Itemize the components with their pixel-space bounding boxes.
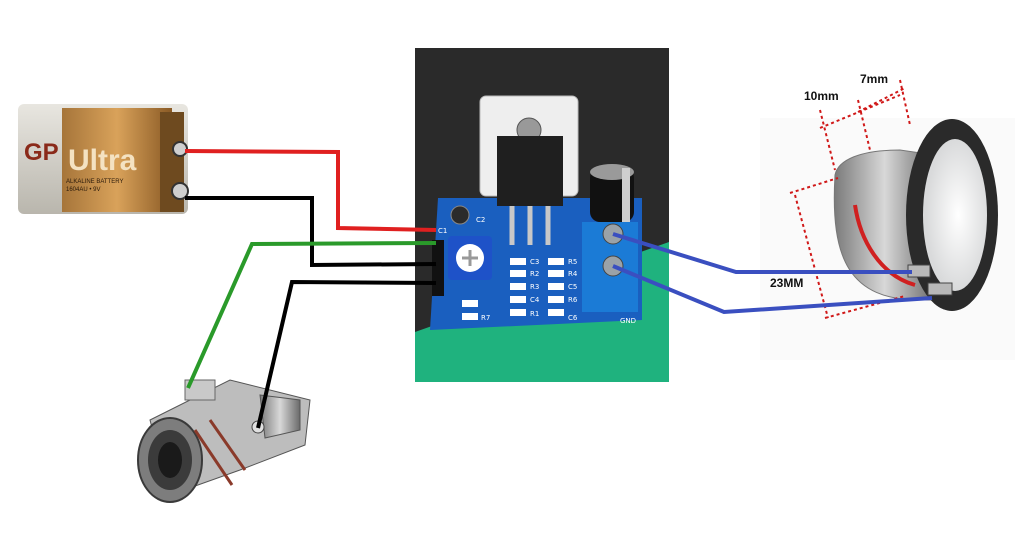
label-gnd: GND xyxy=(620,317,636,325)
amplifier-board: C2 C1 C3 C4 C5 C6 R1 R2 R3 R4 R5 R6 R7 G… xyxy=(415,48,669,382)
battery-9v: GP Ultra ALKALINE BATTERY 1604AU • 9V xyxy=(18,104,189,214)
battery-negative-terminal xyxy=(171,182,189,200)
ground-wire-jack xyxy=(256,279,437,429)
label-c4: C4 xyxy=(530,296,540,304)
label-c6: C6 xyxy=(568,314,578,322)
label-r2: R2 xyxy=(530,270,539,278)
label-r4: R4 xyxy=(568,270,578,278)
speaker-wire-positive xyxy=(612,232,912,274)
wires xyxy=(184,149,933,429)
battery-voltage: 1604AU • 9V xyxy=(66,187,100,193)
label-c2: C2 xyxy=(476,216,485,224)
label-r7: R7 xyxy=(481,314,490,322)
label-c5: C5 xyxy=(568,283,577,291)
audio-jack xyxy=(137,379,311,503)
label-c3: C3 xyxy=(530,258,539,266)
label-r5: R5 xyxy=(568,258,577,266)
dimension-depth: 10mm xyxy=(804,89,839,103)
signal-wire xyxy=(186,241,437,389)
ground-wire-battery xyxy=(185,196,437,268)
dimension-lines xyxy=(789,79,911,319)
dimension-diameter: 23MM xyxy=(770,276,803,290)
speaker xyxy=(760,118,1015,360)
dimension-lip: 7mm xyxy=(860,72,888,86)
label-r3: R3 xyxy=(530,283,539,291)
input-header xyxy=(432,240,444,296)
label-r1: R1 xyxy=(530,310,539,318)
label-c1: C1 xyxy=(438,227,447,235)
positive-wire xyxy=(184,149,437,232)
speaker-wire-negative xyxy=(612,264,933,315)
label-r6: R6 xyxy=(568,296,578,304)
battery-positive-terminal xyxy=(172,141,188,157)
battery-type: ALKALINE BATTERY xyxy=(66,179,123,185)
battery-model: Ultra xyxy=(68,144,137,177)
battery-brand: GP xyxy=(24,139,59,166)
